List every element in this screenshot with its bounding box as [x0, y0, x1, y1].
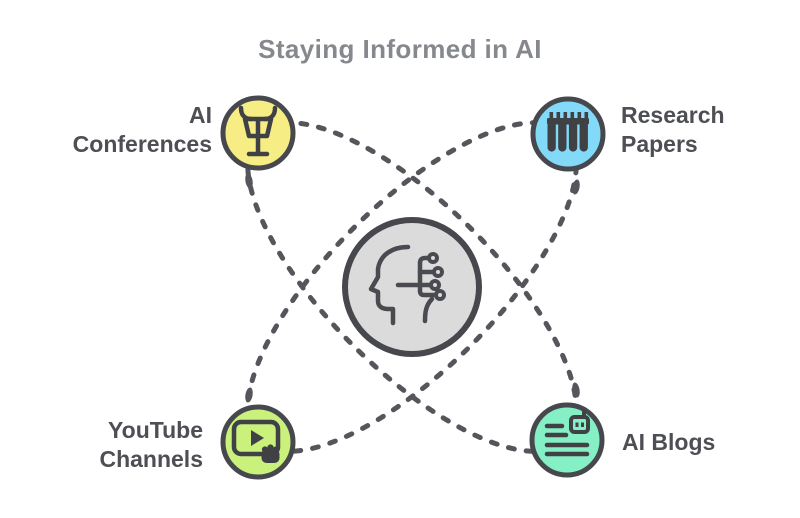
label-line: Conferences [72, 131, 212, 157]
label-ai-blogs: AI Blogs [622, 428, 792, 457]
node-circle-research-papers [530, 96, 606, 172]
label-research-papers: Research Papers [621, 101, 800, 159]
label-line: AI [189, 102, 212, 128]
tap-hand-icon [261, 444, 280, 463]
label-line: Channels [99, 446, 203, 472]
label-line: AI Blogs [622, 429, 716, 455]
video-player-icon [231, 419, 281, 463]
podium-icon [238, 105, 278, 157]
blog-robot-icon [544, 410, 590, 457]
node-research-papers [530, 96, 606, 172]
diagram-title: Staying Informed in AI [258, 34, 542, 64]
head-circuit-icon [368, 244, 446, 326]
orbit-teardrop [572, 179, 580, 195]
center-node [342, 217, 482, 357]
papers-icon [547, 112, 589, 152]
label-line: YouTube [108, 417, 203, 443]
robot-head-icon [569, 410, 590, 434]
node-ai-blogs [529, 402, 605, 478]
orbit-teardrop [245, 387, 253, 403]
node-circle-ai-blogs [529, 402, 605, 478]
orbit-teardrop [245, 173, 253, 189]
label-line: Research [621, 102, 725, 128]
node-youtube-channels [220, 404, 296, 480]
label-ai-conferences: AI Conferences [10, 101, 212, 159]
label-youtube-channels: YouTube Channels [10, 416, 203, 474]
orbit-teardrop [572, 382, 580, 398]
label-line: Papers [621, 131, 698, 157]
node-ai-conferences [220, 95, 296, 171]
